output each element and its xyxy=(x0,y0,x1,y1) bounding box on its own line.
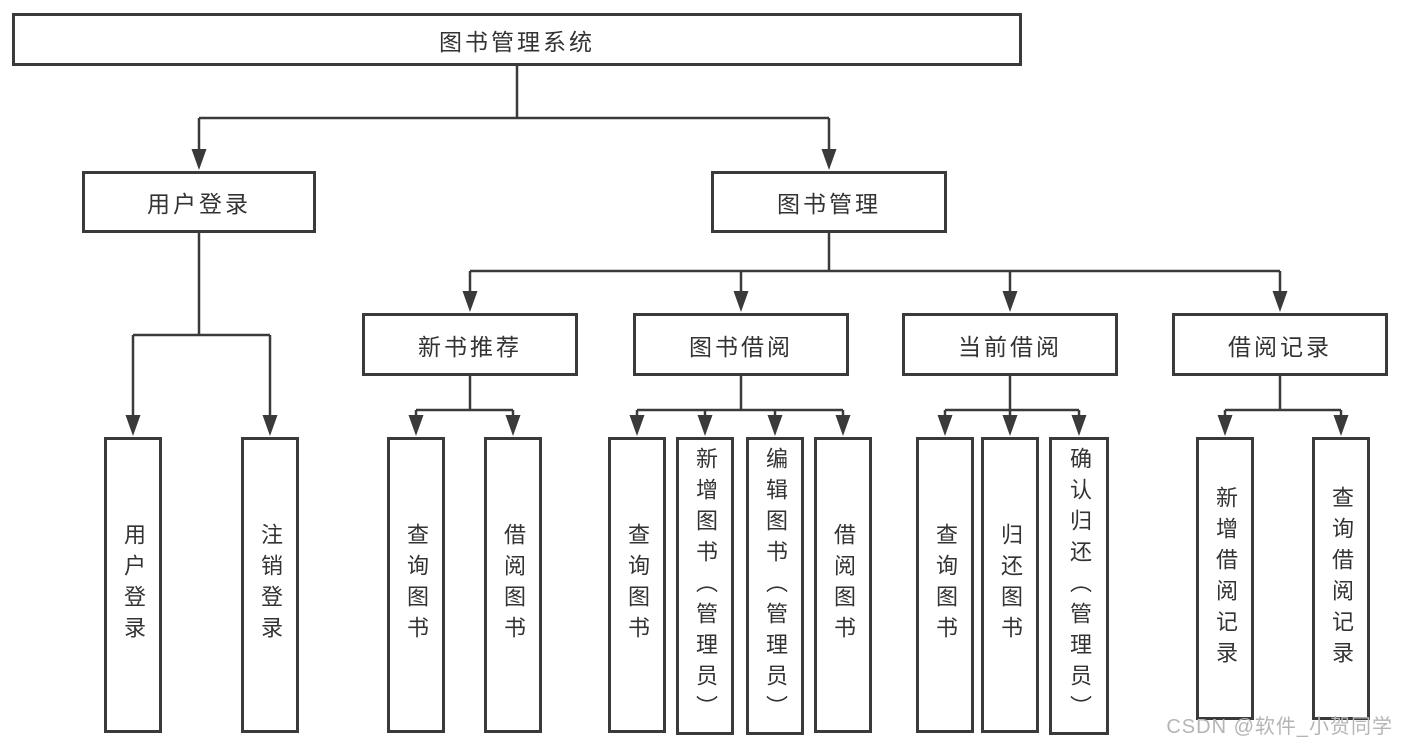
node-label-cb-query-book: 查询图书 xyxy=(933,523,958,647)
node-label-borrow-record: 借阅记录 xyxy=(1228,333,1332,360)
node-current-borrow: 当前借阅 xyxy=(902,313,1118,376)
node-user-login: 用户登录 xyxy=(82,171,316,233)
node-bb-add-book: 新增图书（管理员） xyxy=(676,437,734,735)
connector-book-borrow xyxy=(629,376,851,436)
node-label-ul-user-login: 用户登录 xyxy=(121,523,146,647)
connector-path-new-book-rec xyxy=(414,376,515,420)
node-label-bb-borrow-book: 借阅图书 xyxy=(831,523,856,647)
connector-path-root xyxy=(197,66,831,154)
arrowhead-bb-add-book xyxy=(697,415,713,436)
arrowhead-cb-confirm-return xyxy=(1071,415,1087,436)
arrowhead-book-mgmt xyxy=(821,149,837,170)
node-bb-query-book: 查询图书 xyxy=(608,437,666,733)
arrowhead-user-login xyxy=(191,149,207,170)
node-br-add-record: 新增借阅记录 xyxy=(1196,437,1254,720)
node-nbr-borrow-book: 借阅图书 xyxy=(484,437,542,733)
node-label-bb-query-book: 查询图书 xyxy=(625,523,650,647)
arrowhead-bb-borrow-book xyxy=(835,415,851,436)
node-cb-return-book: 归还图书 xyxy=(981,437,1039,733)
node-nbr-query-book: 查询图书 xyxy=(387,437,445,733)
arrowhead-nbr-borrow-book xyxy=(505,415,521,436)
node-label-nbr-query-book: 查询图书 xyxy=(404,523,429,647)
node-label-current-borrow: 当前借阅 xyxy=(958,333,1062,360)
node-root: 图书管理系统 xyxy=(12,13,1022,66)
arrowhead-book-borrow xyxy=(733,291,749,312)
node-label-bb-add-book: 新增图书（管理员） xyxy=(693,446,718,726)
arrowhead-bb-edit-book xyxy=(767,415,783,436)
node-label-book-borrow: 图书借阅 xyxy=(689,333,793,360)
node-label-book-mgmt: 图书管理 xyxy=(777,191,881,217)
arrowhead-ul-logout xyxy=(262,415,278,436)
connector-borrow-record xyxy=(1217,376,1349,436)
node-new-book-rec: 新书推荐 xyxy=(362,313,578,376)
connector-path-borrow-record xyxy=(1223,376,1343,420)
node-label-br-add-record: 新增借阅记录 xyxy=(1213,485,1238,672)
node-label-user-login: 用户登录 xyxy=(147,191,251,217)
connector-path-user-login xyxy=(131,233,272,420)
node-label-new-book-rec: 新书推荐 xyxy=(418,333,522,360)
arrowhead-new-book-rec xyxy=(462,291,478,312)
node-label-cb-return-book: 归还图书 xyxy=(998,523,1023,647)
node-label-ul-logout: 注销登录 xyxy=(258,523,283,647)
arrowhead-ul-user-login xyxy=(125,415,141,436)
node-borrow-record: 借阅记录 xyxy=(1172,313,1388,376)
node-label-nbr-borrow-book: 借阅图书 xyxy=(501,523,526,647)
node-ul-user-login: 用户登录 xyxy=(104,437,162,733)
node-br-query-record: 查询借阅记录 xyxy=(1312,437,1370,720)
arrowhead-current-borrow xyxy=(1002,291,1018,312)
node-label-bb-edit-book: 编辑图书（管理员） xyxy=(763,446,788,726)
arrowhead-br-add-record xyxy=(1217,415,1233,436)
arrowhead-cb-query-book xyxy=(937,415,953,436)
arrowhead-br-query-record xyxy=(1333,415,1349,436)
connector-current-borrow xyxy=(937,376,1087,436)
node-label-root: 图书管理系统 xyxy=(439,28,595,55)
node-bb-edit-book: 编辑图书（管理员） xyxy=(746,437,804,735)
connector-path-book-mgmt xyxy=(468,233,1282,296)
arrowhead-bb-query-book xyxy=(629,415,645,436)
node-cb-query-book: 查询图书 xyxy=(916,437,974,733)
node-ul-logout: 注销登录 xyxy=(241,437,299,733)
node-book-mgmt: 图书管理 xyxy=(711,171,947,233)
arrowhead-nbr-query-book xyxy=(408,415,424,436)
connector-root xyxy=(191,66,837,170)
connector-book-mgmt xyxy=(462,233,1288,312)
node-label-cb-confirm-return: 确认归还（管理员） xyxy=(1067,446,1092,726)
connector-user-login xyxy=(125,233,278,436)
node-book-borrow: 图书借阅 xyxy=(633,313,849,376)
arrowhead-cb-return-book xyxy=(1002,415,1018,436)
connector-new-book-rec xyxy=(408,376,521,436)
arrowhead-borrow-record xyxy=(1272,291,1288,312)
node-label-br-query-record: 查询借阅记录 xyxy=(1329,485,1354,672)
node-cb-confirm-return: 确认归还（管理员） xyxy=(1049,437,1109,735)
node-bb-borrow-book: 借阅图书 xyxy=(814,437,872,733)
